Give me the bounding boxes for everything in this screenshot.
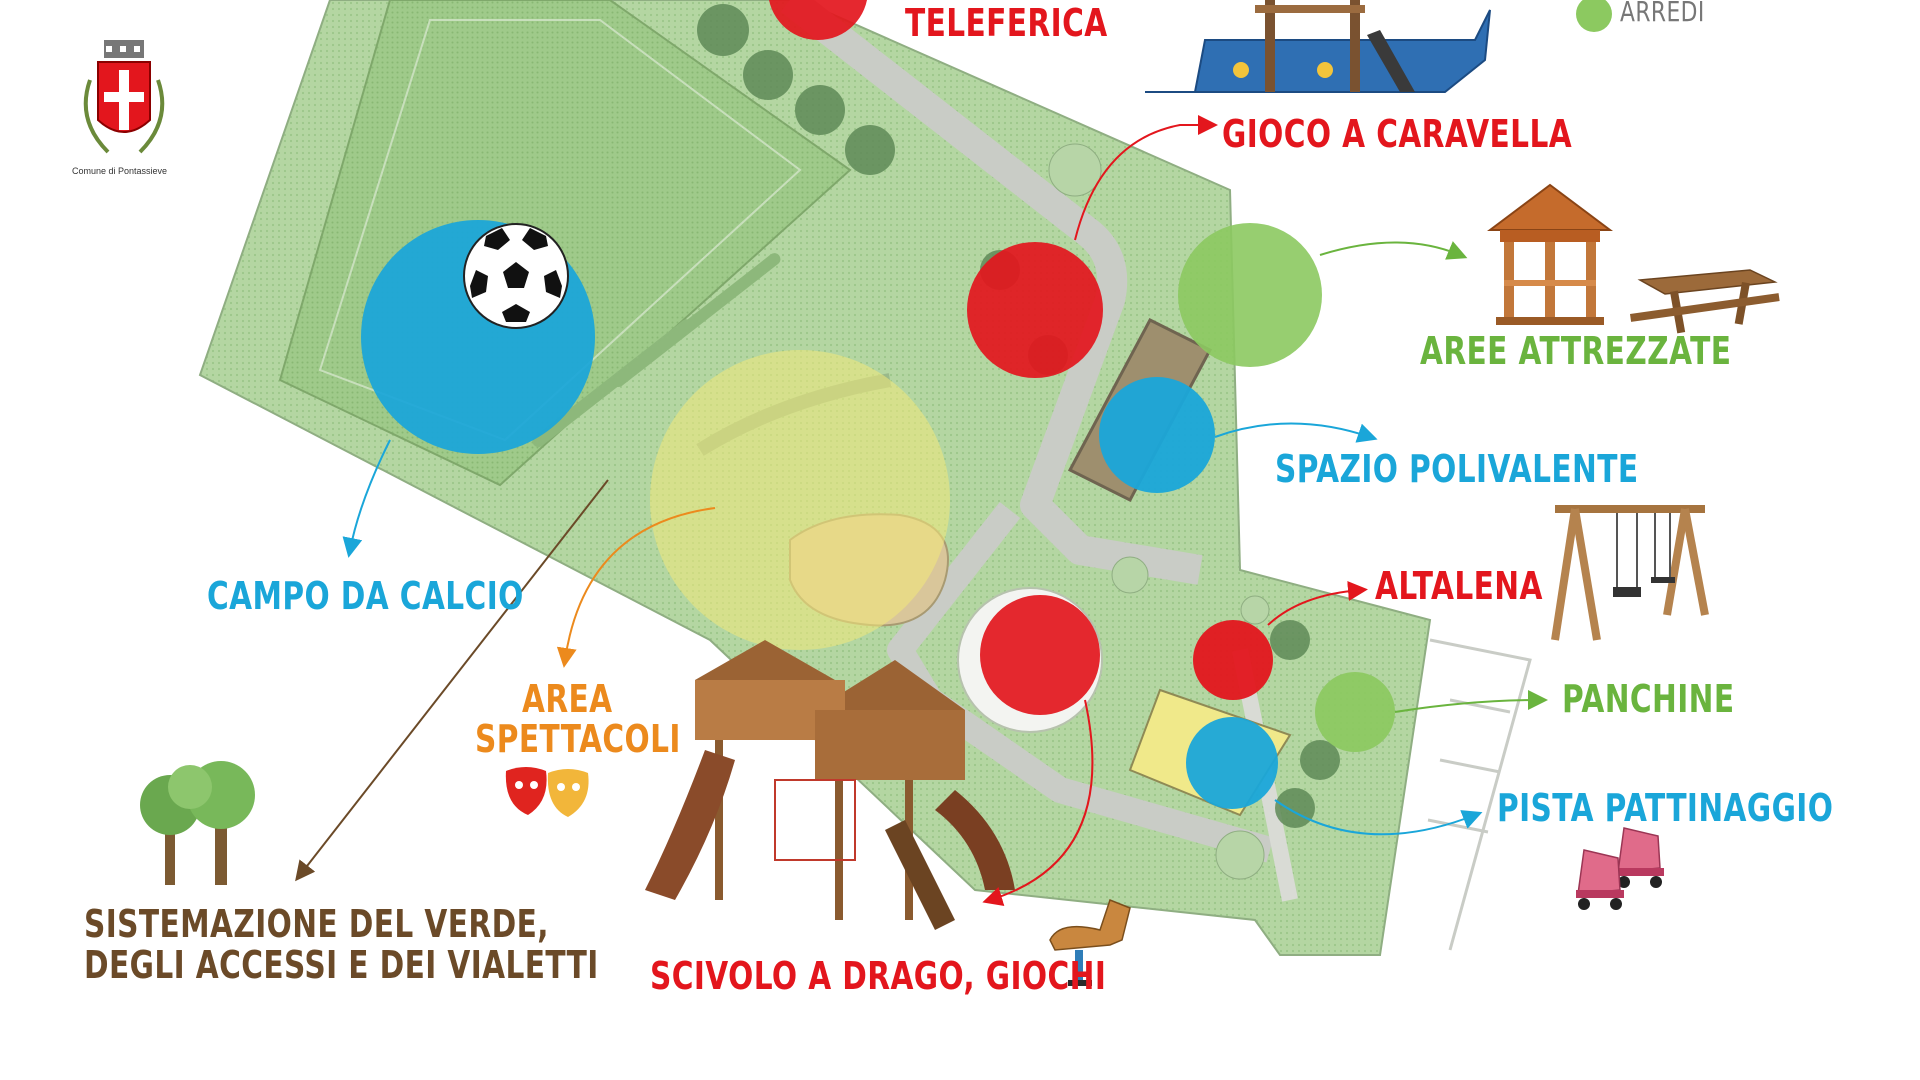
label-sistemazione-verde-line2: DEGLI ACCESSI E DEI VIALETTI — [84, 943, 599, 987]
arrow-altalena — [1267, 581, 1368, 626]
panchine-highlight — [1315, 672, 1395, 752]
football-icon — [463, 223, 569, 329]
dragon-slide-playset-icon — [645, 640, 1015, 930]
spring-horse-icon — [1049, 899, 1131, 986]
pista-pattinaggio-highlight — [1186, 717, 1278, 809]
main-path — [780, 0, 1203, 585]
emblem-caption: Comune di Pontassieve — [72, 166, 168, 176]
trees-icon — [140, 761, 255, 885]
label-sistemazione-verde-line1: SISTEMAZIONE DEL VERDE, — [84, 902, 549, 946]
gazebo-icon — [1487, 183, 1613, 325]
arrow-gioco-caravella — [1074, 115, 1218, 241]
label-scivolo-drago: SCIVOLO A DRAGO, GIOCHI — [650, 954, 1107, 998]
hedge-row — [532, 253, 781, 448]
arrow-pista-pattinaggio — [1274, 799, 1483, 836]
arrow-campo-calcio — [342, 439, 391, 558]
arrow-spazio-polivalente — [1214, 422, 1378, 443]
label-spazio-polivalente: SPAZIO POLIVALENTE — [1275, 447, 1639, 491]
label-aree-attrezzate: AREE ATTREZZATE — [1420, 329, 1732, 373]
label-area-spettacoli-line2: SPETTACOLI — [475, 717, 681, 761]
arrow-sistemazione-verde — [295, 479, 609, 882]
scivolo-highlight — [980, 595, 1100, 715]
spazio-polivalente-highlight — [1099, 377, 1215, 493]
arrow-panchine — [1394, 690, 1548, 713]
arrow-scivolo-drago — [982, 699, 1094, 907]
caravel-playset-icon — [1145, 0, 1491, 93]
parking-lines — [1427, 638, 1532, 951]
swing-icon — [1551, 505, 1709, 641]
picnic-table-icon — [1630, 269, 1780, 334]
altalena-highlight — [1193, 620, 1273, 700]
label-altalena: ALTALENA — [1375, 564, 1543, 608]
theater-masks-icon — [505, 767, 589, 817]
coat-of-arms-icon — [83, 40, 165, 154]
label-panchine: PANCHINE — [1562, 677, 1735, 721]
shrubs — [1048, 143, 1270, 880]
legend-arredi-dot — [1576, 0, 1612, 32]
aree-attrezzate-highlight — [1178, 223, 1322, 367]
football-field-inner — [318, 19, 802, 442]
label-gioco-caravella: GIOCO A CARAVELLA — [1222, 112, 1573, 156]
label-area-spettacoli-line1: AREA — [522, 677, 613, 721]
roller-skates-icon — [1576, 827, 1664, 910]
label-campo-calcio: CAMPO DA CALCIO — [207, 574, 524, 618]
area-spettacoli-highlight — [650, 350, 950, 650]
label-pista-pattinaggio: PISTA PATTINAGGIO — [1497, 786, 1834, 830]
arrow-aree-attrezzate — [1319, 241, 1468, 260]
label-teleferica: TELEFERICA — [905, 1, 1108, 45]
caravella-highlight — [967, 242, 1103, 378]
legend-arredi-label: ARREDI — [1620, 0, 1705, 28]
arrow-area-spettacoli — [556, 507, 716, 668]
teleferica-highlight — [769, 0, 867, 40]
